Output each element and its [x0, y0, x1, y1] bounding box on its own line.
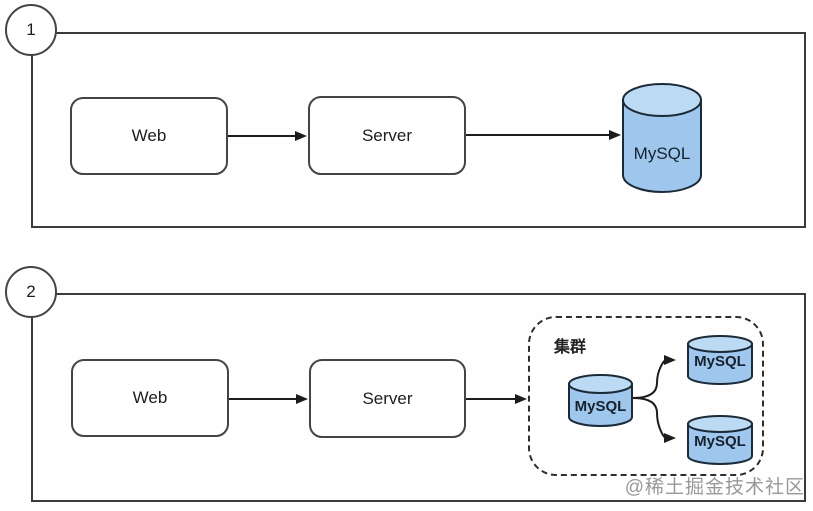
step-badge-1-number: 1 — [26, 20, 36, 39]
database-icon — [687, 335, 753, 385]
diagram2-frame — [31, 293, 806, 502]
server-node-1-label: Server — [361, 125, 413, 145]
web-node-1-label: Web — [131, 126, 167, 145]
arrow-primary-to-replica-bottom — [632, 397, 676, 443]
mysql-replica-top-label: MySQL — [694, 353, 746, 370]
step-badge-2: 2 — [5, 266, 57, 318]
mysql-cylinder-1: MySQL — [622, 83, 702, 193]
diagram1-frame — [31, 32, 806, 228]
database-icon — [687, 415, 753, 465]
database-icon — [622, 83, 702, 193]
mysql-cylinder-1-label: MySQL — [633, 144, 691, 163]
cluster-box: 集群 — [528, 316, 764, 476]
arrow-primary-to-replica-top — [632, 355, 676, 399]
cluster-title: 集群 — [554, 339, 587, 356]
web-node-1: Web — [70, 97, 228, 175]
mysql-replica-bottom-label: MySQL — [694, 433, 746, 450]
mysql-replica-top-cylinder: MySQL — [687, 335, 753, 385]
database-icon — [568, 374, 633, 427]
web-node-2: Web — [71, 359, 229, 437]
watermark: @稀土掘金技术社区 — [624, 477, 805, 498]
mysql-primary-label: MySQL — [574, 398, 627, 415]
server-node-1: Server — [308, 96, 466, 175]
mysql-primary-cylinder: MySQL — [568, 374, 633, 428]
server-node-2-label: Server — [362, 388, 413, 408]
step-badge-1: 1 — [5, 4, 57, 56]
web-node-2-label: Web — [132, 388, 168, 407]
server-node-2: Server — [309, 359, 466, 438]
mysql-replica-bottom-cylinder: MySQL — [687, 415, 753, 465]
step-badge-2-number: 2 — [26, 282, 36, 301]
